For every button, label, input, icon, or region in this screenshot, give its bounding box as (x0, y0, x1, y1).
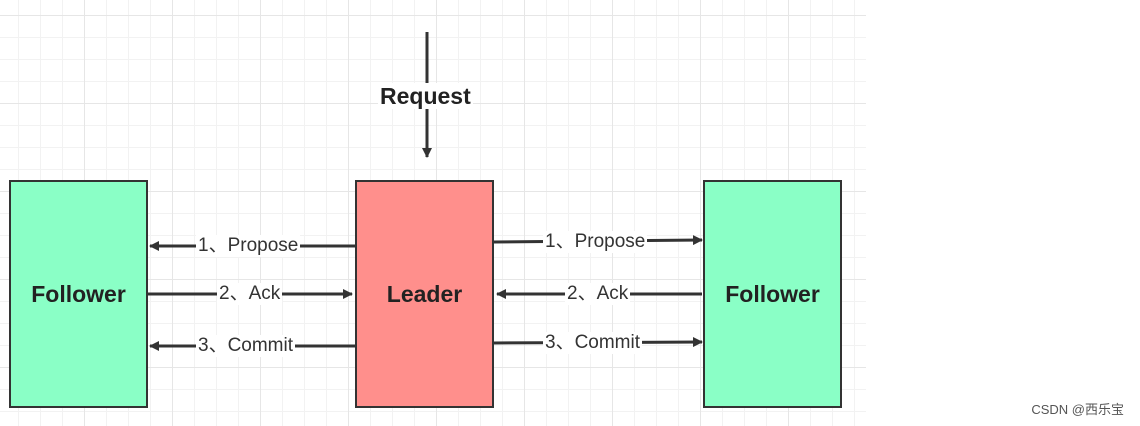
right-commit-label: 3、Commit (543, 332, 643, 354)
right-propose-label: 1、Propose (543, 231, 648, 253)
leader-node[interactable]: Leader (355, 180, 494, 408)
left-commit-label: 3、Commit (196, 335, 296, 357)
follower-right-node[interactable]: Follower (703, 180, 842, 408)
left-ack-label: 2、Ack (217, 283, 283, 305)
request-label: Request (378, 83, 473, 109)
diagram-canvas: Request Follower Leader Follower 1、Propo… (0, 0, 866, 426)
right-ack-label: 2、Ack (565, 283, 631, 305)
watermark-text: CSDN @西乐宝 (1031, 402, 1124, 417)
leader-label: Leader (386, 280, 463, 307)
follower-left-node[interactable]: Follower (9, 180, 148, 408)
follower-left-label: Follower (31, 280, 126, 307)
follower-right-label: Follower (725, 280, 820, 307)
left-propose-label: 1、Propose (196, 235, 301, 257)
